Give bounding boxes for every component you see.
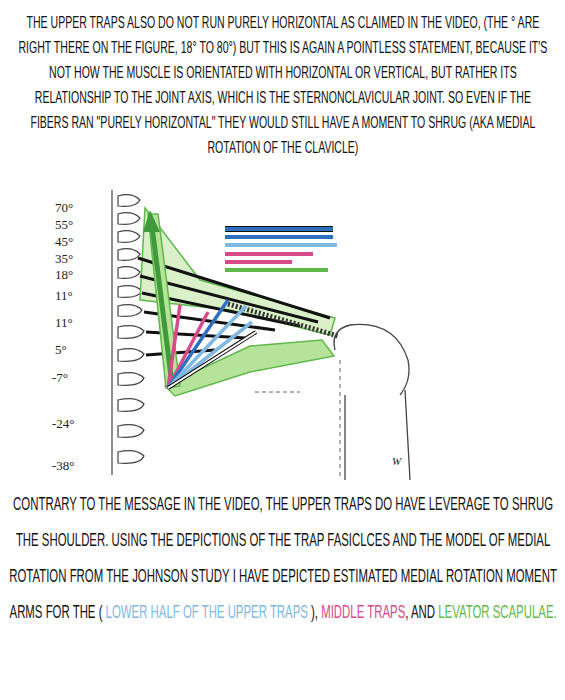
arrow-head (143, 210, 160, 232)
vertebra (118, 451, 144, 464)
angle-label: 70° (55, 200, 73, 216)
dashed-axis (340, 360, 341, 480)
vertebra (118, 326, 144, 339)
angle-label: 45° (55, 234, 73, 250)
vertebra (118, 213, 140, 225)
upper-trap-term: LOWER HALF OF THE UPPER TRAPS (106, 601, 308, 622)
middle-trap-bar (225, 260, 292, 264)
vertebra (118, 349, 144, 362)
conclusion-text: ), (311, 601, 318, 622)
vertebra (118, 286, 142, 298)
angle-label: 11° (55, 315, 73, 331)
angle-label: 18° (55, 267, 73, 283)
conclusion-paragraph: CONTRARY TO THE MESSAGE IN THE VIDEO, TH… (8, 486, 558, 630)
angle-label: -24° (52, 416, 75, 432)
angle-label: 55° (55, 217, 73, 233)
angle-label: 5° (55, 342, 67, 358)
spine-outline (111, 190, 112, 475)
intro-paragraph: THE UPPER TRAPS ALSO DO NOT RUN PURELY H… (16, 10, 550, 160)
vertebra (118, 305, 142, 317)
vertebra (118, 373, 144, 386)
levator-band (148, 214, 180, 388)
middle-trap-bar (225, 252, 313, 256)
levator-bar (225, 268, 328, 272)
moment-bars (225, 229, 337, 270)
angle-label: 11° (55, 288, 73, 304)
vertebra (118, 195, 140, 207)
levator-arrow (152, 226, 172, 384)
bar-border (225, 226, 333, 232)
outline-line (168, 332, 256, 388)
dashed-axis (255, 392, 300, 393)
levator-term: LEVATOR SCAPULAE. (438, 601, 556, 622)
vertebrae (118, 195, 144, 464)
angle-label: 35° (55, 251, 73, 267)
conclusion-text: , AND (405, 601, 435, 622)
humerus-label: W (392, 455, 401, 467)
upper-trap-line (168, 300, 228, 388)
upper-trap-bar (225, 243, 337, 247)
humeral-head (334, 324, 409, 395)
upper-trap-bar (225, 235, 333, 239)
humerus-outline (345, 390, 410, 480)
outline-line (168, 332, 256, 388)
vertebra (118, 399, 144, 412)
angle-label: -7° (52, 370, 68, 386)
vertebra (118, 249, 140, 261)
middle-trap-term: MIDDLE TRAPS (321, 601, 405, 622)
vertebra (118, 231, 140, 243)
angle-label: -38° (52, 458, 75, 474)
upper-trap-bar (225, 227, 333, 231)
vertebra (118, 267, 140, 279)
vertebra (118, 425, 144, 438)
